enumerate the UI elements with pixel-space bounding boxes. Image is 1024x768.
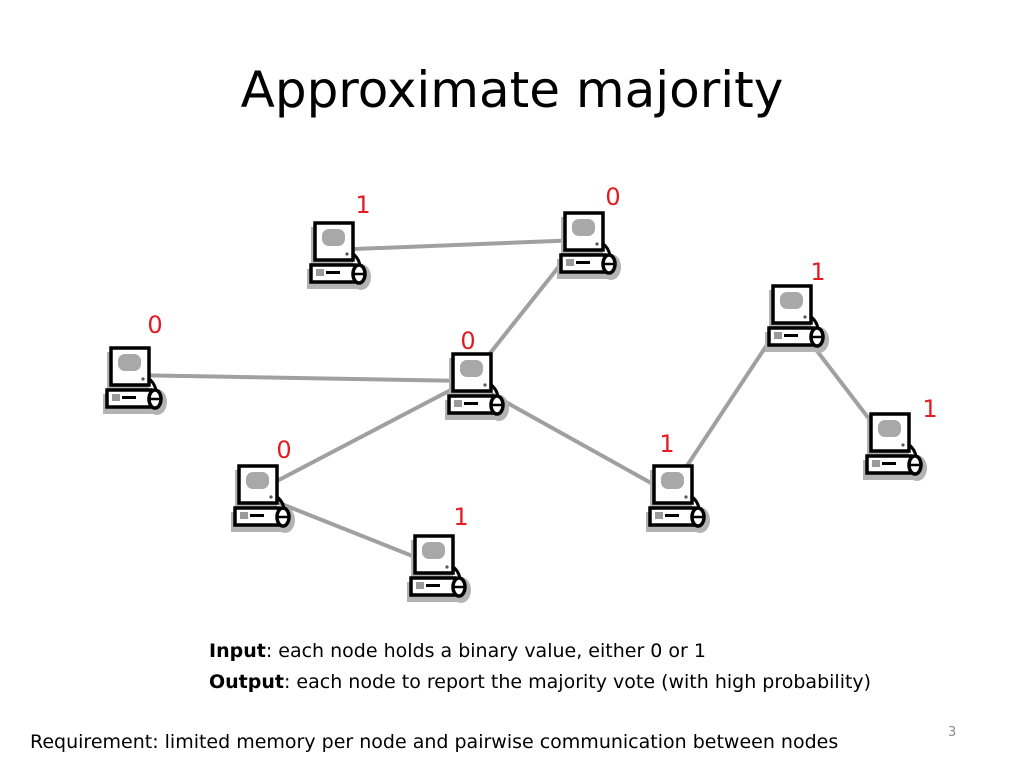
edge-n5-n7 <box>253 379 469 495</box>
input-line: Input: each node holds a binary value, e… <box>209 636 871 667</box>
node-n7: 0 <box>229 436 297 535</box>
node-n1: 1 <box>305 191 373 292</box>
input-label: Input <box>209 640 266 662</box>
output-label: Output <box>209 671 284 693</box>
node-n3: 1 <box>763 258 831 355</box>
node-value-label: 1 <box>810 258 825 286</box>
slide-title: Approximate majority <box>240 61 784 119</box>
computer-icon <box>405 534 473 605</box>
output-line: Output: each node to report the majority… <box>209 667 871 698</box>
node-value-label: 0 <box>276 436 291 464</box>
node-n8: 1 <box>644 430 712 535</box>
node-n9: 1 <box>405 503 473 605</box>
node-value-label: 0 <box>460 327 475 355</box>
page-number: 3 <box>948 725 957 740</box>
computer-icon <box>555 211 623 282</box>
node-n5: 0 <box>443 327 511 423</box>
node-n6: 1 <box>861 395 938 483</box>
node-value-label: 0 <box>605 183 620 211</box>
edge-n1-n2 <box>329 238 581 252</box>
output-text: : each node to report the majority vote … <box>283 671 872 693</box>
computer-icon <box>763 284 831 355</box>
input-text: : each node holds a binary value, either… <box>265 640 706 662</box>
node-value-label: 1 <box>453 503 468 531</box>
computer-icon <box>305 221 373 292</box>
node-value-label: 0 <box>147 311 162 339</box>
computer-icon <box>101 346 169 417</box>
nodes: 1 0 1 0 0 1 0 1 1 <box>101 183 938 605</box>
node-n2: 0 <box>555 183 623 282</box>
computer-icon <box>644 464 712 535</box>
node-value-label: 1 <box>355 191 370 219</box>
requirement-text: Requirement: limited memory per node and… <box>30 731 839 753</box>
edge-n4-n5 <box>125 373 469 383</box>
io-description: Input: each node holds a binary value, e… <box>209 636 871 698</box>
computer-icon <box>443 352 511 423</box>
node-value-label: 1 <box>922 395 937 423</box>
computer-icon <box>861 412 929 483</box>
node-value-label: 1 <box>659 430 674 458</box>
node-n4: 0 <box>101 311 169 417</box>
